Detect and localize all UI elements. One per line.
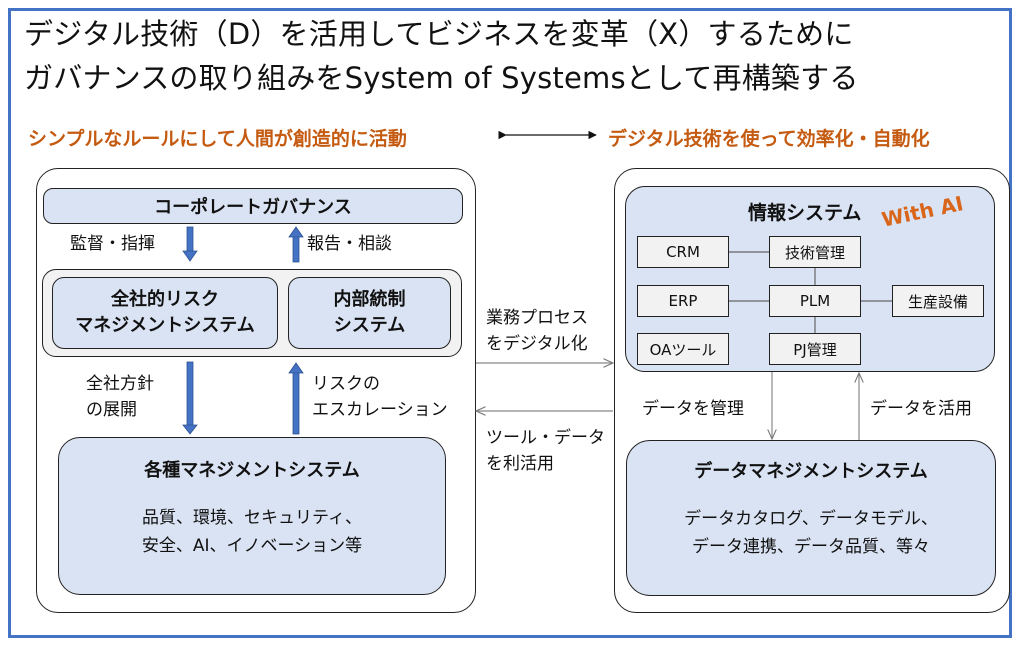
node-tech-mgmt-label: 技術管理 (784, 243, 845, 262)
tagline-right: デジタル技術を使って効率化・自動化 (608, 128, 930, 150)
node-production: 生産設備 (892, 285, 984, 317)
data-management-line-2: データ連携、データ品質、等々 (692, 537, 930, 557)
management-systems-list: 品質、環境、セキュリティ、 安全、AI、イノベーション等 (142, 504, 362, 560)
policy-line-1: 全社方針 (86, 374, 154, 394)
digitize-line-2: をデジタル化 (486, 334, 588, 354)
title-line-1: デジタル技術（D）を活用してビジネスを変革（X）するために (24, 17, 854, 51)
node-production-label: 生産設備 (907, 292, 968, 311)
erm-line-1: 全社的リスク (111, 289, 219, 310)
report-consult-label: 報告・相談 (307, 234, 392, 254)
escalation-line-1: リスクの (312, 374, 380, 394)
title-line-2: ガバナンスの取り組みをSystem of Systemsとして再構築する (24, 61, 859, 95)
corporate-governance-label: コーポレートガバナンス (154, 197, 352, 218)
node-plm-label: PLM (799, 292, 831, 310)
node-tech-mgmt: 技術管理 (769, 236, 861, 268)
utilize-tools-line-1: ツール・データ (486, 428, 605, 448)
data-management-line-1: データカタログ、データモデル、 (684, 509, 938, 529)
node-plm: PLM (769, 285, 861, 317)
node-crm-label: CRM (666, 243, 700, 261)
risk-escalation-label: リスクの エスカレーション (312, 371, 448, 423)
manage-data-label: データを管理 (642, 399, 744, 419)
utilize-data-label: データを活用 (870, 399, 972, 419)
utilize-tools-line-2: を利活用 (486, 454, 554, 474)
erm-line-2: マネジメントシステム (75, 315, 255, 336)
management-systems-title: 各種マネジメントシステム (144, 460, 360, 481)
escalation-line-2: エスカレーション (312, 400, 448, 420)
data-management-box: データマネジメントシステム データカタログ、データモデル、 データ連携、データ品… (626, 440, 996, 596)
node-oa-tools-label: OAツール (649, 340, 717, 359)
node-erp: ERP (637, 285, 729, 317)
node-pj-mgmt-label: PJ管理 (793, 340, 837, 359)
tagline-left: シンプルなルールにして人間が創造的に活動 (28, 128, 407, 150)
internal-control-line-2: システム (333, 315, 406, 336)
node-erp-label: ERP (668, 292, 698, 310)
policy-line-2: の展開 (86, 400, 137, 420)
internal-control-box: 内部統制 システム (288, 277, 451, 349)
supervise-direct-label: 監督・指揮 (70, 234, 155, 254)
data-management-title: データマネジメントシステム (694, 461, 928, 482)
digitize-line-1: 業務プロセス (486, 308, 588, 328)
corporate-governance-box: コーポレートガバナンス (43, 188, 463, 224)
management-systems-line-2: 安全、AI、イノベーション等 (141, 536, 363, 556)
info-systems-title: 情報システム (748, 202, 862, 224)
utilize-tools-label: ツール・データ を利活用 (486, 425, 605, 477)
erm-box: 全社的リスク マネジメントシステム (52, 277, 278, 349)
node-crm: CRM (637, 236, 729, 268)
internal-control-line-1: 内部統制 (333, 289, 406, 310)
node-pj-mgmt: PJ管理 (769, 333, 861, 365)
policy-deployment-label: 全社方針 の展開 (86, 371, 154, 423)
digitize-process-label: 業務プロセス をデジタル化 (486, 305, 588, 357)
node-oa-tools: OAツール (637, 333, 729, 365)
data-management-list: データカタログ、データモデル、 データ連携、データ品質、等々 (684, 505, 938, 561)
management-systems-line-1: 品質、環境、セキュリティ、 (142, 508, 362, 528)
management-systems-box: 各種マネジメントシステム 品質、環境、セキュリティ、 安全、AI、イノベーション… (58, 437, 446, 595)
